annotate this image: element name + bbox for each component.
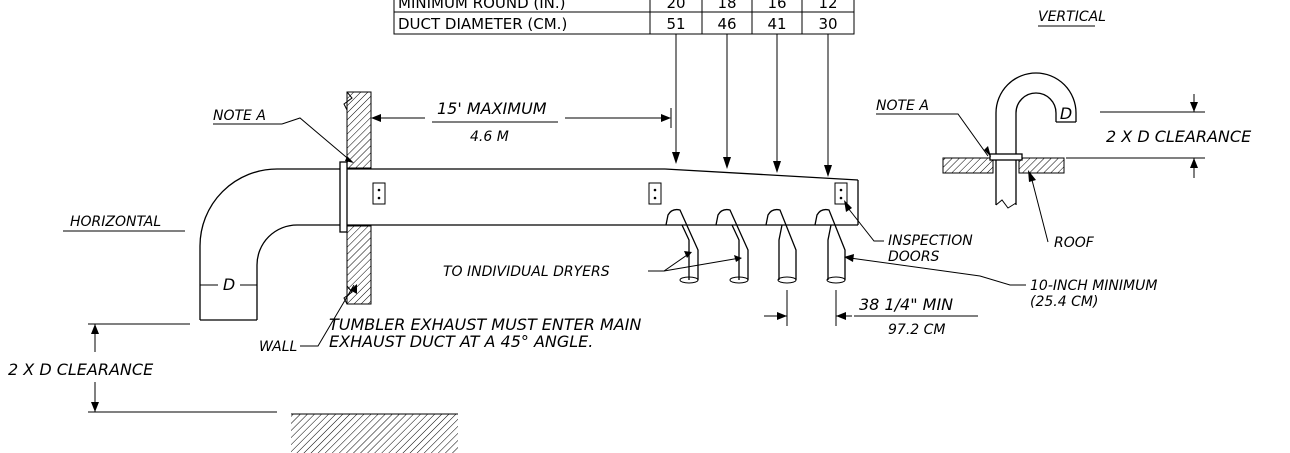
table-leaders <box>672 34 832 177</box>
max-length-dim: 15' MAXIMUM 4.6 M <box>371 99 672 145</box>
clearance-right-dim: 2 X D CLEARANCE <box>1066 94 1252 178</box>
inspection-label-1: INSPECTION <box>888 233 973 249</box>
vertical-title: VERTICAL <box>1038 9 1106 25</box>
note-a-left: NOTE A <box>213 108 266 124</box>
table-row2-cell: 51 <box>666 15 685 33</box>
vertical-d-label: D <box>1060 104 1072 123</box>
tumbler-note-1: TUMBLER EXHAUST MUST ENTER MAIN <box>329 315 641 334</box>
table-row1-cell: 12 <box>818 0 837 12</box>
vertical-duct: D <box>942 72 1077 209</box>
table-row1-cell: 20 <box>666 0 685 12</box>
main-duct: D <box>199 91 859 321</box>
table-row1-cell: 16 <box>767 0 786 12</box>
clearance-right-label: 2 X D CLEARANCE <box>1106 127 1252 146</box>
spacing-dim: 38 1/4" MIN 97.2 CM <box>764 290 978 338</box>
tumbler-note-2: EXHAUST DUCT AT A 45° ANGLE. <box>329 332 593 351</box>
roof-label: ROOF <box>1054 235 1095 251</box>
max-length-metric: 4.6 M <box>470 129 509 145</box>
min-inch-label-1: 10-INCH MINIMUM <box>1030 278 1157 294</box>
note-a-right: NOTE A <box>876 98 929 114</box>
clearance-left-label: 2 X D CLEARANCE <box>8 360 154 379</box>
to-dryers-label: TO INDIVIDUAL DRYERS <box>443 264 610 280</box>
inspection-label-2: DOORS <box>888 249 940 265</box>
clearance-left-dim: 2 X D CLEARANCE <box>8 323 458 453</box>
max-length-label: 15' MAXIMUM <box>437 99 547 118</box>
table-row1-label: MINIMUM ROUND (IN.) <box>398 0 566 12</box>
wall-label: WALL <box>259 339 297 355</box>
dryer-takeoffs <box>665 208 846 284</box>
table-row2-cell: 41 <box>767 15 786 33</box>
table-row2-label: DUCT DIAMETER (CM.) <box>398 15 567 33</box>
table-row1-cell: 18 <box>717 0 736 12</box>
table-row2-cell: 30 <box>818 15 837 33</box>
horizontal-d-label: D <box>223 275 235 294</box>
horizontal-title: HORIZONTAL <box>70 214 161 230</box>
spacing-metric: 97.2 CM <box>888 322 945 338</box>
duct-size-table: MINIMUM ROUND (IN.) 20 18 16 12 DUCT DIA… <box>393 0 855 35</box>
min-inch-label-2: (25.4 CM) <box>1030 294 1098 310</box>
spacing-label: 38 1/4" MIN <box>859 295 953 314</box>
table-row2-cell: 46 <box>717 15 736 33</box>
